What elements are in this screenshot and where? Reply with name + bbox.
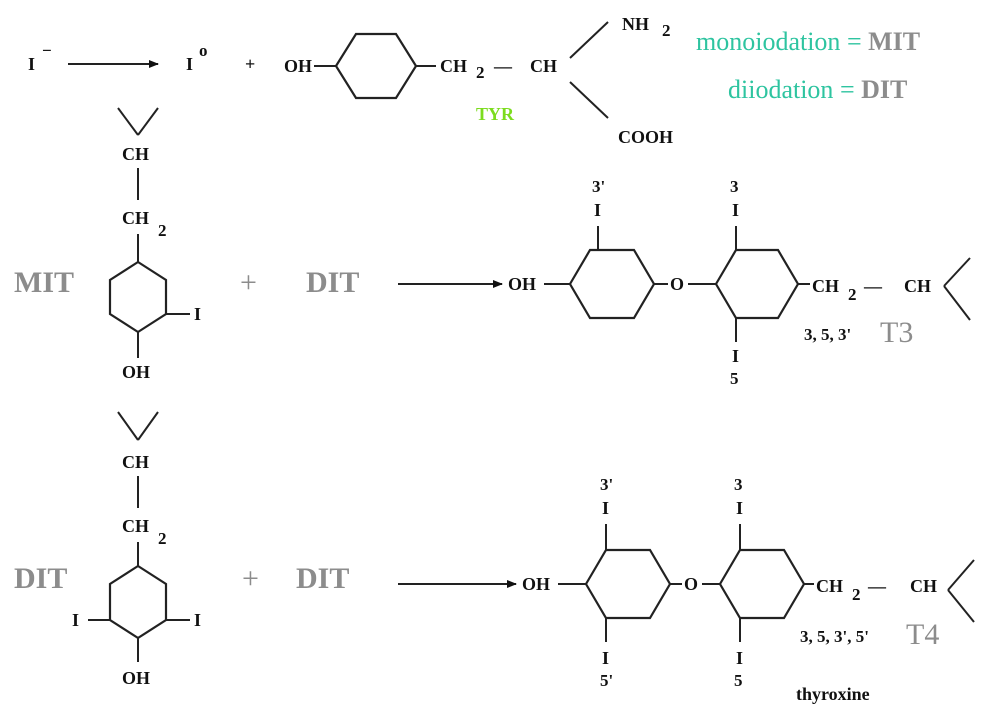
tyrosine-nh2-sub: 2 (662, 21, 671, 40)
tyrosine-cooh: COOH (618, 127, 673, 147)
dit-iodine-left: I (72, 610, 79, 630)
legend-mono: monoiodation = MIT (696, 27, 920, 56)
mit-ch2: CH (122, 208, 149, 228)
plus-sign-2: + (240, 266, 257, 299)
tyrosine-nh2: NH (622, 14, 649, 34)
t4-iodine-3: I (736, 498, 743, 518)
mit-oh: OH (122, 362, 150, 382)
t4-ch: CH (910, 576, 937, 596)
t4-iodine-3prime: I (602, 498, 609, 518)
tyrosine-ch: CH (530, 56, 557, 76)
t3-ether-o: O (670, 274, 684, 294)
mit-ring (108, 260, 168, 334)
legend-di: diiodation = DIT (728, 75, 907, 104)
iodide-charge: − (42, 41, 52, 60)
dit-label: DIT (306, 266, 359, 299)
t4-right-ring (718, 548, 806, 620)
t3-dash: — (863, 276, 883, 296)
t3-iodine-3: I (732, 200, 739, 220)
tyrosine-oh: OH (284, 56, 312, 76)
dit-right-label: DIT (296, 562, 349, 595)
t3-left-ring (568, 248, 656, 320)
tyr-label: TYR (476, 104, 515, 124)
dit-ch2: CH (122, 516, 149, 536)
thyroxine-label: thyroxine (796, 684, 870, 704)
t3-right-ring (714, 248, 800, 320)
t4-ch2: CH (816, 576, 843, 596)
t3-pos-5: 5 (730, 369, 739, 388)
t3-oh: OH (508, 274, 536, 294)
reaction-dit-dit: CH CH 2 I I OH DIT + DIT OH 3' I I 5' O … (14, 411, 975, 704)
dit-ch: CH (122, 452, 149, 472)
tyrosine-dash: — (493, 56, 513, 76)
mit-ch: CH (122, 144, 149, 164)
t4-iodine-5prime: I (602, 648, 609, 668)
t4-oh: OH (522, 574, 550, 594)
plus-sign: + (245, 54, 255, 74)
t4-pos-5: 5 (734, 671, 743, 690)
reaction-mit-dit: CH CH 2 I OH MIT + DIT OH 3' I O 3 I I 5… (14, 107, 971, 388)
dit-ring (108, 564, 168, 640)
iodine-mark: o (199, 41, 208, 60)
t3-pos-3: 3 (730, 177, 739, 196)
t3-ch2: CH (812, 276, 839, 296)
t3-label: T3 (880, 316, 913, 349)
t3-positions: 3, 5, 3' (804, 325, 851, 344)
iodine-symbol: I (186, 54, 193, 74)
mit-iodine: I (194, 304, 201, 324)
t4-iodine-5: I (736, 648, 743, 668)
t3-pos-3prime: 3' (592, 177, 605, 196)
t4-positions: 3, 5, 3', 5' (800, 627, 869, 646)
t4-dash: — (867, 576, 887, 596)
dit-oh: OH (122, 668, 150, 688)
t4-ch2-sub: 2 (852, 585, 861, 604)
tyrosine-ch2: CH (440, 56, 467, 76)
t4-left-ring (584, 548, 672, 620)
dit-left-label: DIT (14, 562, 67, 595)
tyrosine-ch2-sub: 2 (476, 63, 485, 82)
t3-ch2-sub: 2 (848, 285, 857, 304)
mit-label: MIT (14, 266, 74, 299)
t4-ether-o: O (684, 574, 698, 594)
t3-iodine-3prime: I (594, 200, 601, 220)
iodination-legend: monoiodation = MIT diiodation = DIT (696, 27, 920, 104)
t3-iodine-5: I (732, 346, 739, 366)
t4-pos-5prime: 5' (600, 671, 613, 690)
dit-ch2-sub: 2 (158, 529, 167, 548)
dit-iodine-right: I (194, 610, 201, 630)
iodide-symbol: I (28, 54, 35, 74)
mit-ch2-sub: 2 (158, 221, 167, 240)
t4-label: T4 (906, 618, 939, 651)
t4-pos-3prime: 3' (600, 475, 613, 494)
plus-sign-3: + (242, 562, 259, 595)
tyrosine-ring (334, 32, 418, 100)
reaction-iodination: I − I o + OH CH 2 — CH NH 2 COOH TYR (28, 14, 673, 147)
t4-pos-3: 3 (734, 475, 743, 494)
t3-ch: CH (904, 276, 931, 296)
